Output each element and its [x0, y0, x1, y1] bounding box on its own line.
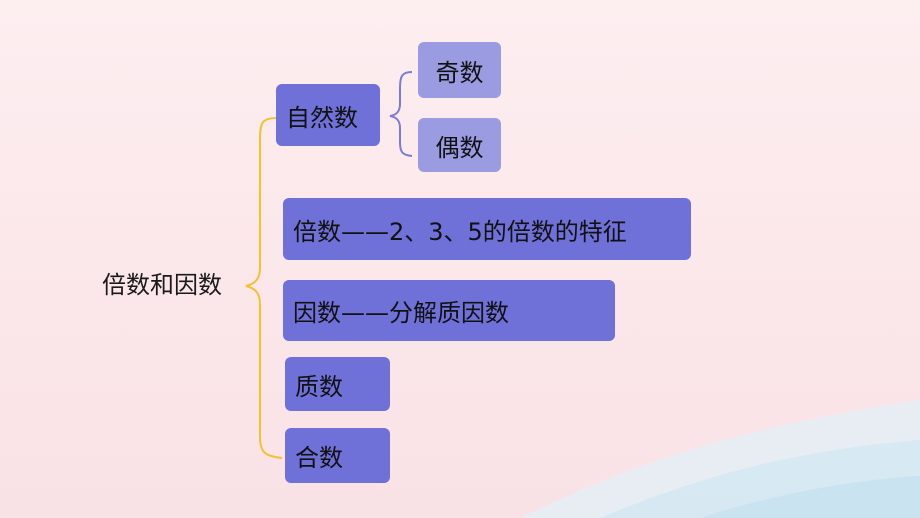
branch-natural-numbers: 自然数 — [276, 84, 380, 146]
branch-factors: 因数——分解质因数 — [283, 280, 615, 341]
branch-multiples: 倍数——2、3、5的倍数的特征 — [283, 198, 691, 260]
branch-prime-numbers: 质数 — [285, 357, 390, 411]
leaf-odd-numbers: 奇数 — [418, 42, 501, 98]
root-topic: 倍数和因数 — [102, 271, 222, 299]
leaf-even-numbers: 偶数 — [418, 118, 501, 172]
branch-composite-numbers: 合数 — [285, 428, 390, 483]
